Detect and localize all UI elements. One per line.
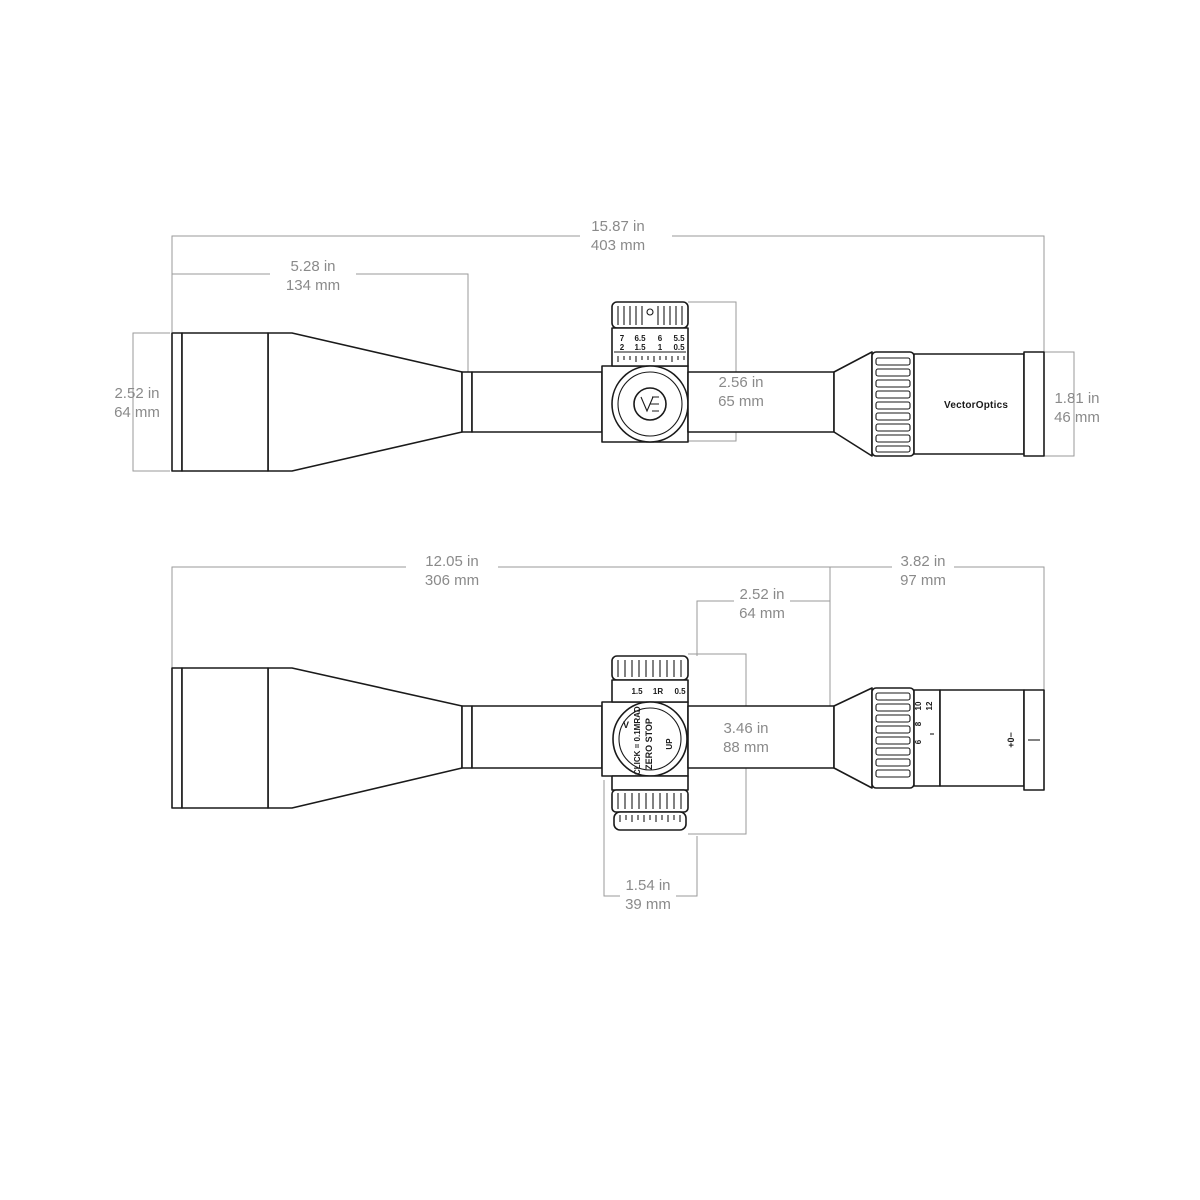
side-top-turret-knurl: [617, 660, 682, 677]
windage-mark-1: 1R: [653, 687, 663, 696]
turret-scale-ticks: [617, 356, 685, 362]
dim-rear-length-in: 3.82 in: [900, 553, 945, 570]
eyepiece-end-ring: [1023, 351, 1045, 457]
objective-tube-joint: [461, 371, 473, 433]
dim-overall-mm: 403 mm: [591, 237, 645, 254]
dim-objective-length-mm: 134 mm: [286, 277, 340, 294]
dim-turret-span-mm: 88 mm: [723, 739, 769, 756]
objective-lens-ring: [171, 332, 183, 472]
dim-objective-length-in: 5.28 in: [290, 258, 335, 275]
dim-front-length-in: 12.05 in: [425, 553, 478, 570]
dim-turret-width-in: 1.54 in: [625, 877, 670, 894]
main-tube-front: [471, 371, 603, 433]
side-objective-housing: [181, 667, 269, 809]
elevation-turret-scale-body: [611, 327, 689, 367]
elevation-up-label: UP: [665, 738, 674, 750]
magnification-ring-knurl: [875, 357, 911, 453]
dim-turret-width-left: [603, 780, 620, 897]
side-dimension-lines: [171, 566, 1045, 897]
windage-mark-2: 0.5: [674, 687, 686, 696]
dim-eyepiece-diameter: [1044, 351, 1075, 457]
diopter-scale: +0−: [1006, 732, 1016, 748]
dim-overall-left: [171, 235, 580, 332]
elevation-turret-knurl: [617, 306, 683, 325]
turret-scale-r2-3: 0.5: [673, 343, 685, 352]
turret-scale-r1-0: 7: [620, 334, 625, 343]
side-dimension-labels: 12.05 in 306 mm 3.82 in 97 mm 2.52 in 64…: [425, 553, 946, 913]
elevation-logo-icon: V: [623, 720, 629, 730]
dim-eyepiece-diameter-in: 1.81 in: [1054, 390, 1099, 407]
magnification-mark-6: 6: [914, 739, 923, 744]
side-eyepiece-housing: [939, 689, 1025, 787]
turret-scale-r1-1: 6.5: [634, 334, 646, 343]
dim-overall-right: [672, 235, 1045, 352]
dim-turret-width-mm: 39 mm: [625, 896, 671, 913]
side-view: 1.5 1R 0.5 V 1 CLICK = 0.1MRAD ZERO STOP…: [171, 553, 1045, 913]
dim-front-length-mm: 306 mm: [425, 572, 479, 589]
objective-bell: [267, 332, 463, 472]
side-top-turret-cap[interactable]: [611, 655, 689, 681]
dim-front-length-left: [171, 566, 406, 668]
side-eyepiece-taper: [833, 687, 873, 789]
magnification-mark-8: 8: [914, 721, 923, 726]
side-objective-lens-ring: [171, 667, 183, 809]
dim-saddle-offset-left: [696, 600, 734, 656]
dim-objective-length-right: [356, 273, 469, 372]
dim-rear-length-mm: 97 mm: [900, 572, 946, 589]
side-bottom-turret-base: [613, 811, 687, 831]
side-objective-bell: [267, 667, 463, 809]
turret-scale-r1-2: 6: [658, 334, 663, 343]
top-dimension-labels: 15.87 in 403 mm 5.28 in 134 mm 2.52 in 6…: [114, 218, 1100, 426]
brand-logo-text: VectorOptics: [944, 400, 1008, 411]
objective-housing: [181, 332, 269, 472]
side-bottom-turret-ticks: [619, 815, 681, 822]
main-tube-rear: [687, 371, 835, 433]
dim-objective-diameter-in: 2.52 in: [114, 385, 159, 402]
dim-rear-length-right: [954, 566, 1045, 690]
side-scope-body: 1.5 1R 0.5 V 1 CLICK = 0.1MRAD ZERO STOP…: [171, 655, 1045, 831]
dim-saddle-offset-mm: 64 mm: [739, 605, 785, 622]
windage-mark-0: 1.5: [631, 687, 643, 696]
dim-overall-in: 15.87 in: [591, 218, 644, 235]
side-objective-tube-joint: [461, 705, 473, 769]
dim-turret-height-mm: 65 mm: [718, 393, 764, 410]
dim-turret-span-in: 3.46 in: [723, 720, 768, 737]
side-bottom-turret-cap[interactable]: [611, 789, 689, 813]
turret-scale-r2-2: 1: [658, 343, 663, 352]
vector-logo-icon: [640, 396, 659, 413]
dim-saddle-offset-in: 2.52 in: [739, 586, 784, 603]
eyepiece-taper: [833, 351, 873, 457]
dim-objective-diameter-mm: 64 mm: [114, 404, 160, 421]
top-view: 7 6.5 6 5.5 2 1.5 1 0.5: [114, 218, 1100, 472]
turret-scale-r2-0: 2: [620, 343, 625, 352]
turret-scale-r2-1: 1.5: [634, 343, 646, 352]
magnification-mark-12: 12: [925, 701, 934, 710]
dim-eyepiece-diameter-mm: 46 mm: [1054, 409, 1100, 426]
turret-scale-r1-3: 5.5: [673, 334, 685, 343]
side-magnification-ring-knurl: [875, 692, 911, 778]
elevation-zero-stop-label: ZERO STOP: [644, 718, 654, 770]
dim-turret-width-right: [676, 836, 698, 897]
side-main-tube-front: [471, 705, 603, 769]
magnification-mark-10: 10: [914, 701, 923, 710]
side-bottom-turret-knurl: [617, 793, 682, 809]
elevation-click-label: 1 CLICK = 0.1MRAD: [633, 706, 642, 782]
side-bottom-turret-collar: [611, 775, 689, 791]
eyepiece-housing: [913, 353, 1025, 455]
side-main-tube-rear: [687, 705, 835, 769]
top-scope-body: 7 6.5 6 5.5 2 1.5 1 0.5: [171, 301, 1045, 472]
dim-objective-diameter: [132, 332, 170, 472]
dim-turret-height-in: 2.56 in: [718, 374, 763, 391]
